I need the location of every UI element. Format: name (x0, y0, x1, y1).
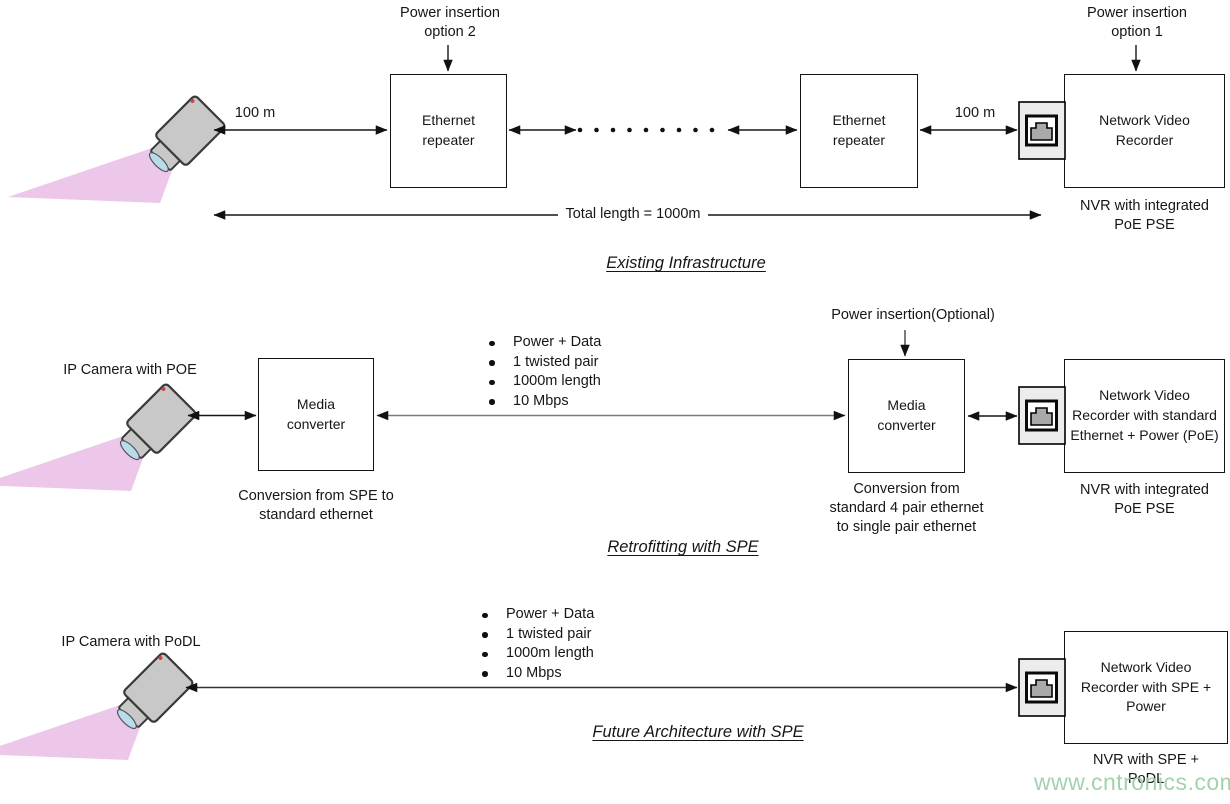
section-title-future: Future Architecture with SPE (592, 723, 804, 741)
ethernet-repeater-label-1: Ethernet repeater (422, 112, 475, 148)
media-converter-box-2: Media converter (848, 359, 965, 473)
mc2-caption: Conversion from standard 4 pair ethernet… (829, 481, 984, 536)
nvr-caption-2: NVR with integrated PoE PSE (1080, 482, 1209, 518)
link-bullets-future: Power + Data 1 twisted pair 1000m length… (476, 605, 676, 683)
media-converter-box-1: Media converter (258, 358, 374, 471)
nvr-box-1: Network Video Recorder (1064, 74, 1225, 188)
bullet-item: Power + Data (476, 605, 676, 625)
bullet-item: Power + Data (483, 333, 683, 353)
ip-camera-icon-2 (0, 381, 199, 493)
distance-label-left: 100 m (234, 105, 276, 121)
camera-label-poe: IP Camera with POE (63, 362, 197, 378)
media-converter-label-1: Media converter (286, 395, 346, 432)
power-insertion-option1-label: Power insertion option 1 (1087, 5, 1187, 40)
watermark: www.cntronics.com (1034, 769, 1230, 795)
nvr-label-1: Network Video Recorder (1099, 112, 1190, 148)
nvr-caption-1: NVR with integrated PoE PSE (1080, 198, 1209, 234)
ellipsis-dots (577, 127, 715, 133)
section-title-retrofit: Retrofitting with SPE (607, 538, 759, 556)
camera-label-podl: IP Camera with PoDL (61, 634, 201, 650)
ip-camera-icon-3 (0, 650, 196, 762)
total-length-label: Total length = 1000m (508, 205, 758, 223)
mc1-caption: Conversion from SPE to standard ethernet (238, 488, 394, 524)
bullet-item: 1 twisted pair (476, 625, 676, 645)
nvr-box-2: Network Video Recorder with standard Eth… (1064, 359, 1225, 473)
bullet-item: 1000m length (476, 644, 676, 664)
bullet-item: 10 Mbps (483, 392, 683, 412)
distance-label-right: 100 m (954, 105, 996, 121)
bullet-item: 1 twisted pair (483, 353, 683, 373)
nvr-box-3: Network Video Recorder with SPE + Power (1064, 631, 1228, 744)
bullet-item: 1000m length (483, 372, 683, 392)
nvr-caption-3: NVR with SPE + PoDL (1093, 752, 1199, 788)
rj45-jack-icon-1 (1017, 100, 1067, 161)
ethernet-repeater-box-1: Ethernet repeater (390, 74, 507, 188)
ethernet-repeater-label-2: Ethernet repeater (832, 112, 886, 148)
nvr-label-2: Network Video Recorder with standard Eth… (1070, 387, 1219, 443)
ip-camera-icon-1 (6, 93, 228, 205)
rj45-jack-icon-2 (1017, 385, 1067, 446)
ethernet-repeater-box-2: Ethernet repeater (800, 74, 918, 188)
power-insertion-option2-label: Power insertion option 2 (400, 5, 500, 40)
power-insertion-optional-label: Power insertion(Optional) (831, 307, 995, 323)
media-converter-label-2: Media converter (877, 397, 936, 433)
nvr-label-3: Network Video Recorder with SPE + Power (1080, 658, 1212, 715)
rj45-jack-icon-3 (1017, 657, 1067, 718)
section-title-existing: Existing Infrastructure (606, 254, 766, 272)
link-bullets-retrofit: Power + Data 1 twisted pair 1000m length… (483, 333, 683, 411)
bullet-item: 10 Mbps (476, 664, 676, 684)
